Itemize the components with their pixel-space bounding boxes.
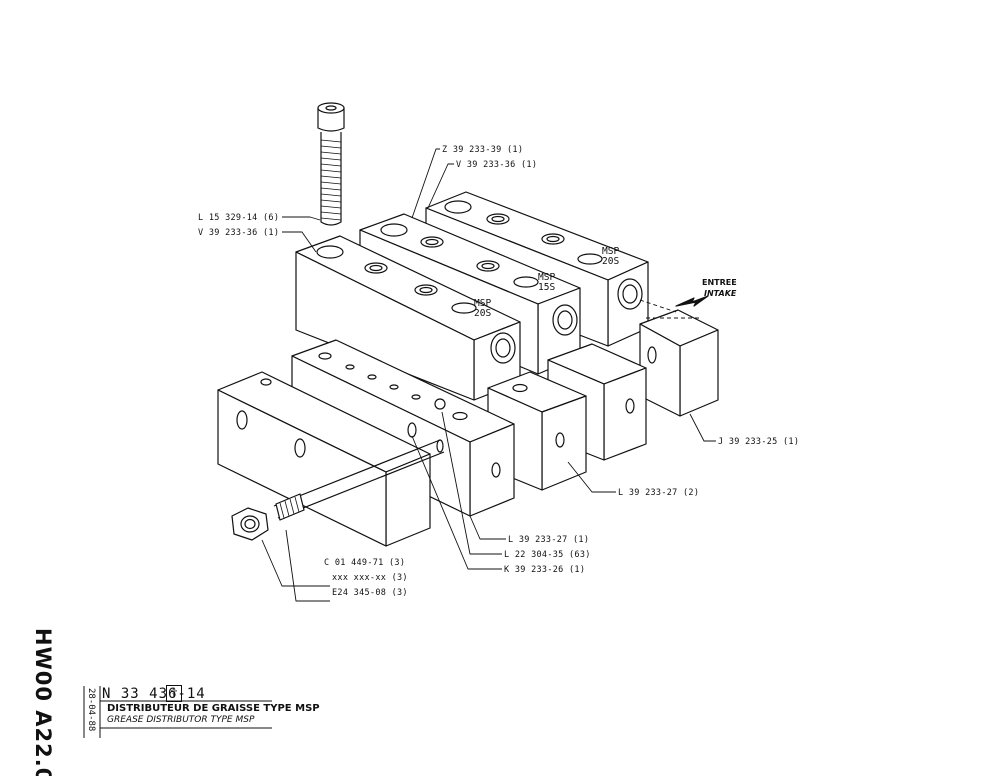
callout-end-front: K 39 233-26 (1) [504, 565, 585, 575]
title-english: GREASE DISTRIBUTOR TYPE MSP [107, 715, 255, 725]
rear-block-size: 20S [602, 256, 619, 267]
front-block-model: MSP [474, 298, 491, 309]
callout-top-left: V 39 233-36 (1) [198, 228, 279, 238]
cross-icon: ☦ [166, 685, 182, 702]
front-end-block [217, 371, 431, 547]
callout-nut: E24 345-08 (3) [332, 588, 408, 598]
inlet-path [639, 299, 700, 319]
vertical-code: HW00 A22.0 [31, 628, 55, 776]
inlet-arrow [675, 295, 709, 307]
cap-screw [317, 102, 345, 226]
callout-rear-top2: V 39 233-36 (1) [456, 160, 537, 170]
callout-end-right: J 39 233-25 (1) [718, 437, 799, 447]
callout-rear-top1: Z 39 233-39 (1) [442, 145, 523, 155]
callout-rod: C 01 449-71 (3) [324, 558, 405, 568]
callout-base-front: L 39 233-27 (1) [508, 535, 589, 545]
callout-ball: L 22 304-35 (63) [504, 550, 591, 560]
drawing-date: 28-04-88 [86, 688, 96, 731]
title-french: DISTRIBUTEUR DE GRAISSE TYPE MSP [107, 703, 320, 714]
right-end-block [639, 309, 719, 417]
inlet-label-en: INTAKE [704, 289, 737, 298]
title-block-frame [83, 686, 272, 738]
tie-rod [231, 439, 445, 541]
mid-block-size: 15S [538, 282, 555, 293]
part-number: N 33 436-14 [102, 686, 206, 702]
inlet-label-fr: ENTREE [702, 278, 737, 287]
front-block-size: 20S [474, 308, 491, 319]
callout-washer: xxx xxx-xx (3) [332, 573, 408, 583]
leader-lines [261, 148, 716, 602]
callout-screw: L 15 329-14 (6) [198, 213, 279, 223]
rear-block-model: MSP [602, 246, 619, 257]
mid-block-model: MSP [538, 272, 555, 283]
callout-base-mid: L 39 233-27 (2) [618, 488, 699, 498]
